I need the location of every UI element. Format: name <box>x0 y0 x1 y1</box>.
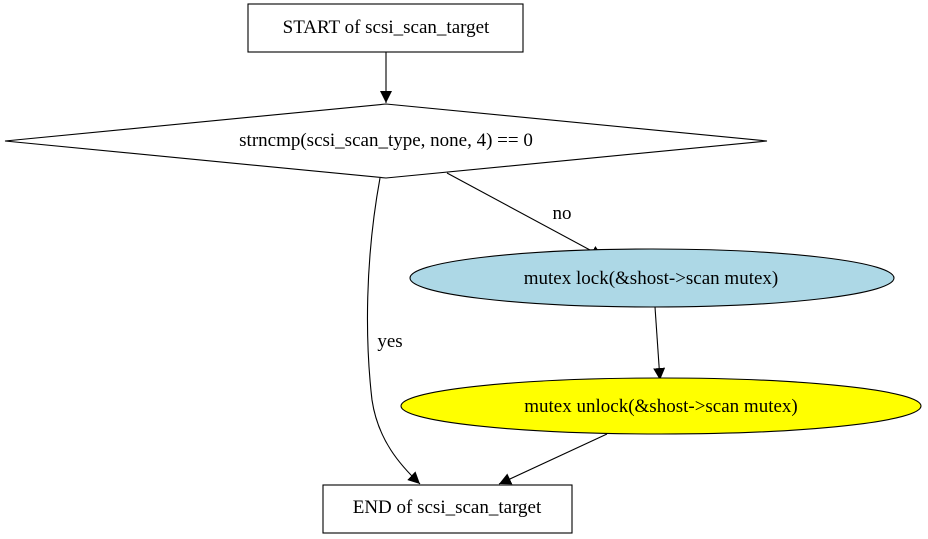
edge-decision-to-lock <box>446 172 604 258</box>
mutex-unlock-node-label: mutex unlock(&shost->scan mutex) <box>524 396 798 417</box>
end-node-label: END of scsi_scan_target <box>353 497 542 518</box>
mutex-lock-node <box>409 248 895 308</box>
mutex-unlock-node <box>400 377 922 435</box>
edge-decision-to-end <box>366 177 421 485</box>
edge-unlock-to-end <box>498 433 608 485</box>
start-node <box>247 3 524 53</box>
edge-label-yes: yes <box>377 331 402 352</box>
mutex-lock-node-label: mutex lock(&shost->scan mutex) <box>524 268 779 289</box>
edge-label-no: no <box>553 203 572 224</box>
start-node-label: START of scsi_scan_target <box>283 17 490 38</box>
end-node <box>322 484 573 534</box>
edge-lock-to-unlock <box>653 306 666 381</box>
decision-node-label: strncmp(scsi_scan_type, none, 4) == 0 <box>239 130 533 151</box>
decision-node <box>4 103 768 179</box>
